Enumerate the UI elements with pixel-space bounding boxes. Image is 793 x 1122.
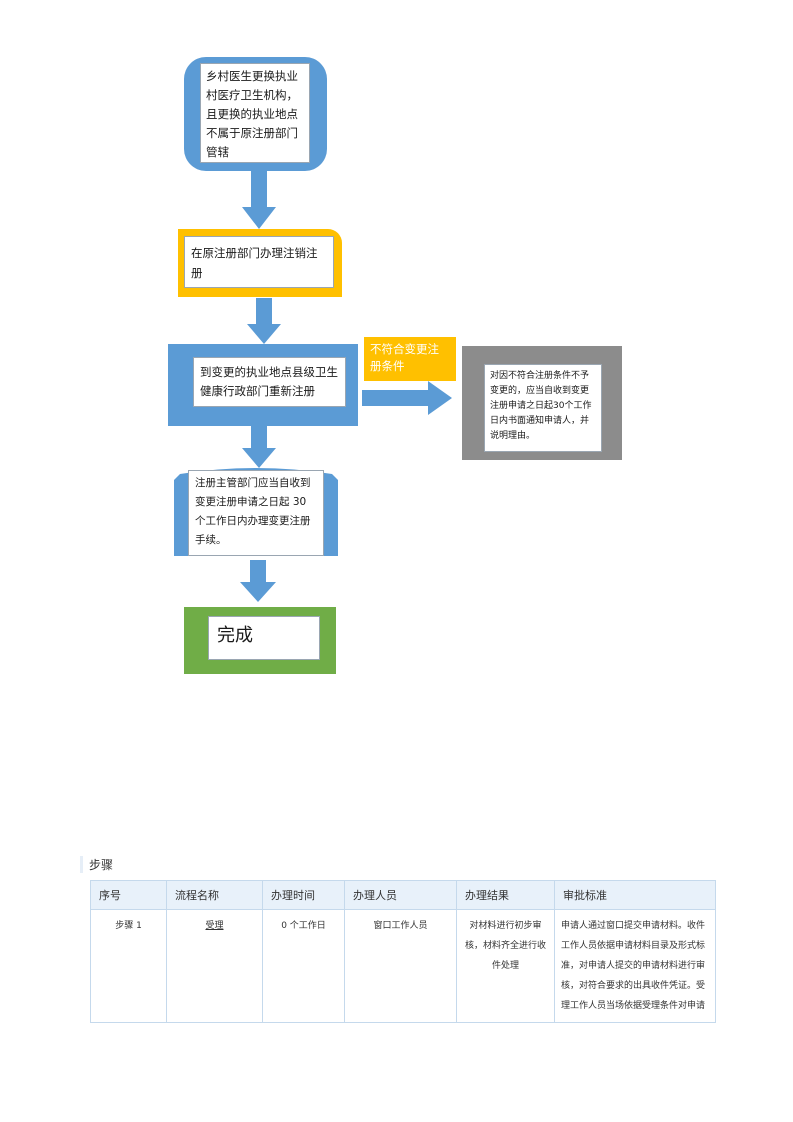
cell-staff: 窗口工作人员 — [344, 909, 457, 1023]
cell-name-link[interactable]: 受理 — [205, 921, 224, 931]
table-row: 步骤 1 受理 0 个工作日 窗口工作人员 对材料进行初步审核，材料齐全进行收件… — [90, 909, 716, 1023]
header-time: 办理时间 — [262, 880, 345, 910]
section-title-steps: 步骤 — [80, 856, 113, 873]
header-name: 流程名称 — [166, 880, 263, 910]
arrow-down-1 — [242, 171, 276, 229]
cell-result: 对材料进行初步审核，材料齐全进行收件处理 — [456, 909, 555, 1023]
steps-table: 序号 流程名称 办理时间 办理人员 办理结果 审批标准 步骤 1 受理 0 个工… — [90, 880, 716, 1023]
cell-time: 0 个工作日 — [262, 909, 345, 1023]
arrow-right — [362, 381, 452, 415]
header-standard: 审批标准 — [554, 880, 716, 910]
arrow-down-2 — [247, 298, 281, 344]
flow-step-3-text: 到变更的执业地点县级卫生健康行政部门重新注册 — [193, 357, 346, 407]
cell-name-wrap: 受理 — [166, 909, 263, 1023]
header-result: 办理结果 — [456, 880, 555, 910]
arrow-down-4 — [240, 560, 276, 602]
flow-step-4-text: 注册主管部门应当自收到变更注册申请之日起 30 个工作日内办理变更注册手续。 — [188, 470, 324, 556]
table-header-row: 序号 流程名称 办理时间 办理人员 办理结果 审批标准 — [90, 880, 716, 910]
condition-label: 不符合变更注册条件 — [364, 337, 456, 381]
cell-no: 步骤 1 — [90, 909, 167, 1023]
reject-text: 对因不符合注册条件不予变更的，应当自收到变更注册申请之日起30个工作日内书面通知… — [484, 364, 602, 452]
header-no: 序号 — [90, 880, 167, 910]
header-staff: 办理人员 — [344, 880, 457, 910]
arrow-down-3 — [242, 426, 276, 468]
cell-standard: 申请人通过窗口提交申请材料。收件工作人员依据申请材料目录及形式标准，对申请人提交… — [554, 909, 716, 1023]
finish-text: 完成 — [208, 616, 320, 660]
flow-step-2-text: 在原注册部门办理注销注册 — [184, 236, 334, 288]
flow-step-1-text: 乡村医生更换执业村医疗卫生机构，且更换的执业地点不属于原注册部门管辖 — [200, 63, 310, 163]
